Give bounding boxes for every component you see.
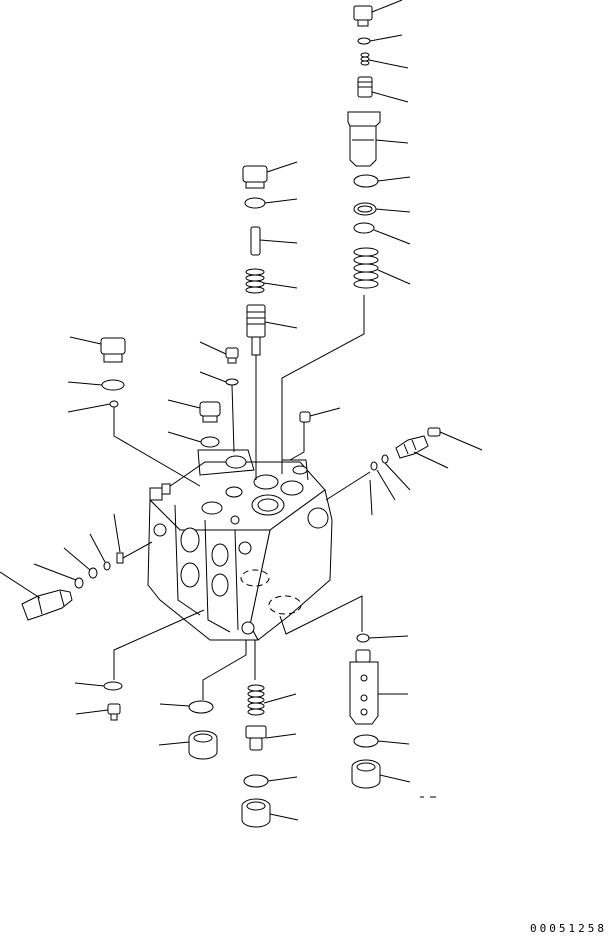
plug-large-icon: [241, 798, 299, 828]
o-ring-icon: [103, 561, 111, 571]
left-center-plugs: [67, 336, 201, 487]
drawing-number: 00051258: [530, 922, 607, 935]
o-ring-icon: [243, 774, 269, 788]
screw-icon: [289, 407, 341, 461]
spring-icon: [353, 247, 411, 289]
o-ring-icon: [353, 734, 379, 748]
o-ring-icon: [381, 454, 389, 464]
plug-icon: [167, 399, 221, 423]
o-ring-icon: [353, 222, 375, 234]
o-ring-icon: [188, 700, 214, 714]
o-ring-icon: [244, 197, 266, 209]
relief-valve-stack: [281, 0, 411, 474]
bottom-right-parts: [279, 595, 436, 798]
right-fitting: [325, 427, 483, 516]
poppet-icon: [245, 725, 297, 751]
spring-icon: [247, 684, 297, 716]
bottom-left-parts: [74, 609, 247, 760]
o-ring-small-icon: [109, 400, 119, 408]
plug-top-icon: [353, 0, 403, 27]
backup-ring-icon: [353, 202, 377, 216]
connector-icon: [395, 427, 483, 469]
valve-housing-icon: [349, 649, 408, 725]
plug-large-icon: [158, 730, 218, 760]
o-ring-icon: [103, 681, 123, 691]
fitting-icon: [199, 341, 239, 364]
spring-icon: [245, 268, 298, 294]
plug-icon: [242, 161, 298, 189]
plug-icon: [69, 336, 126, 363]
o-ring-icon: [225, 378, 239, 386]
plug-small-icon: [75, 703, 121, 721]
sleeve-valve-icon: [347, 111, 409, 167]
o-ring-icon: [88, 567, 98, 579]
o-ring-icon: [357, 37, 371, 45]
backup-ring-icon: [74, 577, 84, 589]
left-relief-valve: [0, 513, 153, 621]
o-ring-icon: [101, 379, 125, 391]
nut-icon: [356, 633, 409, 643]
poppet-icon: [357, 76, 409, 103]
spool-icon: [246, 304, 298, 356]
screw-plug-icon: [116, 552, 124, 564]
valve-body: [147, 449, 333, 641]
spring-icon: [360, 52, 409, 69]
bottom-center-parts: [241, 640, 299, 828]
o-ring-icon: [353, 174, 379, 188]
o-ring-icon: [200, 436, 220, 448]
o-ring-icon: [370, 461, 378, 471]
plug-large-icon: [351, 759, 411, 789]
spool-stack: [242, 161, 298, 480]
upper-mid-plugs: [167, 341, 341, 461]
pin-icon: [250, 226, 298, 256]
relief-valve-icon: [0, 571, 73, 621]
